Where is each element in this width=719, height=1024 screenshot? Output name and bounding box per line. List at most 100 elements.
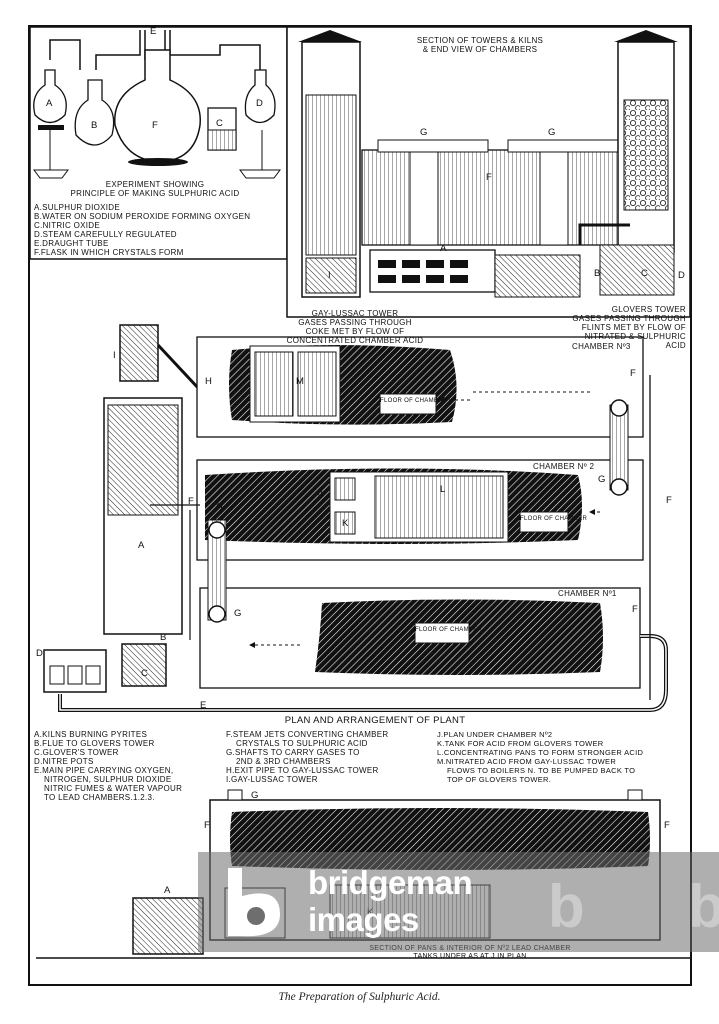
gay-lussac-caption-2: GASES PASSING THROUGH (298, 318, 412, 327)
towers-title-2: & END VIEW OF CHAMBERS (422, 45, 538, 54)
experiment-legend-c: C.NITRIC OXIDE (34, 221, 100, 230)
chamber-end-view (361, 149, 621, 246)
plan-letter-k: K (342, 518, 349, 529)
plan-legend-col1-2: C.GLOVER'S TOWER (34, 748, 119, 757)
plan-legend-col3-0: J.PLAN UNDER CHAMBER Nº2 (437, 730, 553, 739)
plan-legend-col1-4: E.MAIN PIPE CARRYING OXYGEN, (34, 766, 174, 775)
experiment-letter-e: E (150, 26, 157, 37)
watermark-ghost-2: b (688, 873, 719, 940)
bridgeman-logo-icon (228, 868, 280, 937)
plan-legend-col2-0: F.STEAM JETS CONVERTING CHAMBER (226, 730, 389, 739)
plan-letter-f3: F (666, 495, 673, 506)
experiment-panel (29, 26, 288, 260)
plan-letter-c: C (141, 668, 149, 679)
plan-legend-col1-1: B.FLUE TO GLOVERS TOWER (34, 739, 155, 748)
plan-legend-col3-1: K.TANK FOR ACID FROM GLOVERS TOWER (437, 739, 604, 748)
towers-letter-b: B (594, 268, 601, 279)
watermark-band: bridgeman images b b (198, 852, 719, 952)
towers-title-1: SECTION OF TOWERS & KILNS (416, 36, 544, 45)
plan-letter-g2: G (234, 608, 242, 619)
section-caption-2: TANKS UNDER AS AT J IN PLAN (413, 953, 527, 960)
plan-tower-i (119, 324, 159, 382)
plan-letter-g1: G (598, 474, 606, 485)
experiment-letter-c: C (216, 118, 224, 129)
section-letter-f1: F (204, 820, 211, 831)
plan-legend-title: PLAN AND ARRANGEMENT OF PLANT (284, 715, 466, 726)
gay-lussac-caption-1: GAY-LUSSAC TOWER (311, 309, 399, 318)
experiment-letter-a: A (46, 98, 53, 109)
flask-d (244, 69, 276, 124)
kilns (369, 249, 496, 293)
experiment-letter-b: B (91, 120, 98, 131)
experiment-letter-f: F (152, 120, 159, 131)
section-kiln-a (132, 897, 204, 955)
glovers-caption-1: GLOVERS TOWER (611, 305, 686, 314)
watermark-line1: bridgeman (308, 864, 473, 901)
flask-b (74, 79, 115, 146)
chamber-1-floor-label: FLOOR OF CHAMBER (415, 627, 483, 633)
section-letter-f2: F (664, 820, 671, 831)
chamber-1-label: CHAMBER Nº1 (558, 589, 617, 598)
towers-letter-a: A (440, 243, 447, 254)
towers-letter-g2: G (548, 127, 556, 138)
watermark-line2: images (308, 901, 419, 938)
plan-view (43, 324, 668, 712)
plan-legend-col2-1: CRYSTALS TO SULPHURIC ACID (236, 739, 368, 748)
plan-letter-h: H (205, 376, 213, 387)
flask-a (33, 69, 67, 124)
glovers-caption-4: NITRATED & SULPHURIC (584, 332, 686, 341)
towers-panel (286, 26, 691, 318)
plan-legend-col2-4: H.EXIT PIPE TO GAY-LUSSAC TOWER (226, 766, 379, 775)
plan-legend-col1-6: NITRIC FUMES & WATER VAPOUR (44, 784, 183, 793)
watermark-ghost-1: b (548, 873, 585, 940)
glovers-caption-5: ACID (665, 341, 686, 350)
plan-letter-i: I (113, 350, 116, 361)
experiment-title-1: EXPERIMENT SHOWING (105, 180, 205, 189)
plan-legend-col3-5: TOP OF GLOVERS TOWER. (447, 775, 552, 784)
section-letter-g: G (251, 790, 259, 801)
plan-legend-col3-3: M.NITRATED ACID FROM GAY-LUSSAC TOWER (437, 757, 617, 766)
plan-letter-f4: F (632, 604, 639, 615)
plan-letter-l: L (440, 484, 446, 495)
section-letter-a: A (164, 885, 171, 896)
chamber-2-floor-label: FLOOR OF CHAMBER (520, 516, 588, 522)
plan-legend-col2-3: 2ND & 3RD CHAMBERS (236, 757, 331, 766)
plan-letter-a: A (138, 540, 145, 551)
plan-letter-e: E (200, 700, 207, 711)
plan-legend-col1-0: A.KILNS BURNING PYRITES (34, 730, 148, 739)
experiment-title-2: PRINCIPLE OF MAKING SULPHURIC ACID (70, 189, 240, 198)
plan-legend-col1-5: NITROGEN, SULPHUR DIOXIDE (44, 775, 172, 784)
towers-letter-c: C (641, 268, 649, 279)
plan-legend-col3-2: L.CONCENTRATING PANS TO FORM STRONGER AC… (437, 748, 644, 757)
glovers-caption-3: FLINTS MET BY FLOW OF (581, 323, 686, 332)
plan-glovers-c (121, 643, 167, 687)
plan-legend-col2-2: G.SHAFTS TO CARRY GASES TO (226, 748, 360, 757)
plan-legend-col1-7: TO LEAD CHAMBERS.1.2.3. (44, 793, 155, 802)
plate-caption: The Preparation of Sulphuric Acid. (278, 991, 441, 1003)
plan-letter-f2: F (188, 496, 195, 507)
experiment-legend-f: F.FLASK IN WHICH CRYSTALS FORM (34, 248, 184, 257)
experiment-legend-a: A.SULPHUR DIOXIDE (34, 203, 121, 212)
plan-letter-j: J (318, 488, 324, 499)
experiment-legend-d: D.STEAM CAREFULLY REGULATED (34, 230, 177, 239)
plan-letter-n: N (216, 500, 224, 511)
plan-letter-f1: F (630, 368, 637, 379)
towers-letter-d: D (678, 270, 686, 281)
plan-legend-col2-5: I.GAY-LUSSAC TOWER (226, 775, 318, 784)
gay-lussac-caption-4: CONCENTRATED CHAMBER ACID (286, 336, 424, 345)
plan-letter-m: M (296, 376, 305, 387)
plan-legend-col3-4: FLOWS TO BOILERS N. TO BE PUMPED BACK TO (447, 766, 636, 775)
glovers-caption-2: GASES PASSING THROUGH (572, 314, 686, 323)
plan-legend-col1-3: D.NITRE POTS (34, 757, 94, 766)
chamber-2-label: CHAMBER Nº 2 (533, 462, 595, 471)
plan-letter-b: B (160, 632, 167, 643)
towers-letter-g1: G (420, 127, 428, 138)
watermark-text: bridgeman images (308, 864, 473, 938)
chamber-3-label: CHAMBER Nº3 (572, 342, 631, 351)
towers-letter-f: F (486, 172, 493, 183)
experiment-legend-e: E.DRAUGHT TUBE (34, 239, 109, 248)
experiment-legend-b: B.WATER ON SODIUM PEROXIDE FORMING OXYGE… (34, 212, 251, 221)
experiment-letter-d: D (256, 98, 264, 109)
plan-letter-d: D (36, 648, 44, 659)
chamber-3-floor-label: FLOOR OF CHAMBER (380, 398, 448, 404)
